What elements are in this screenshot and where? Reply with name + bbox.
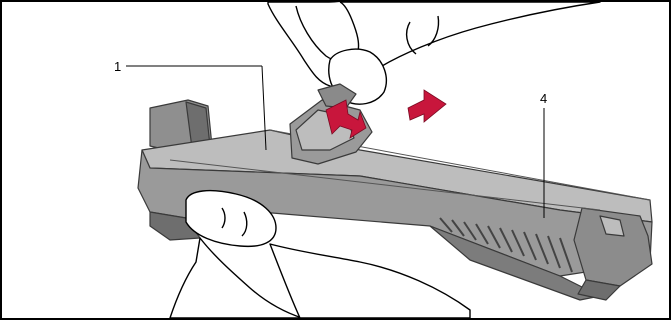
callout-label-1: 1 bbox=[114, 59, 121, 74]
callout-label-4: 4 bbox=[540, 91, 547, 106]
